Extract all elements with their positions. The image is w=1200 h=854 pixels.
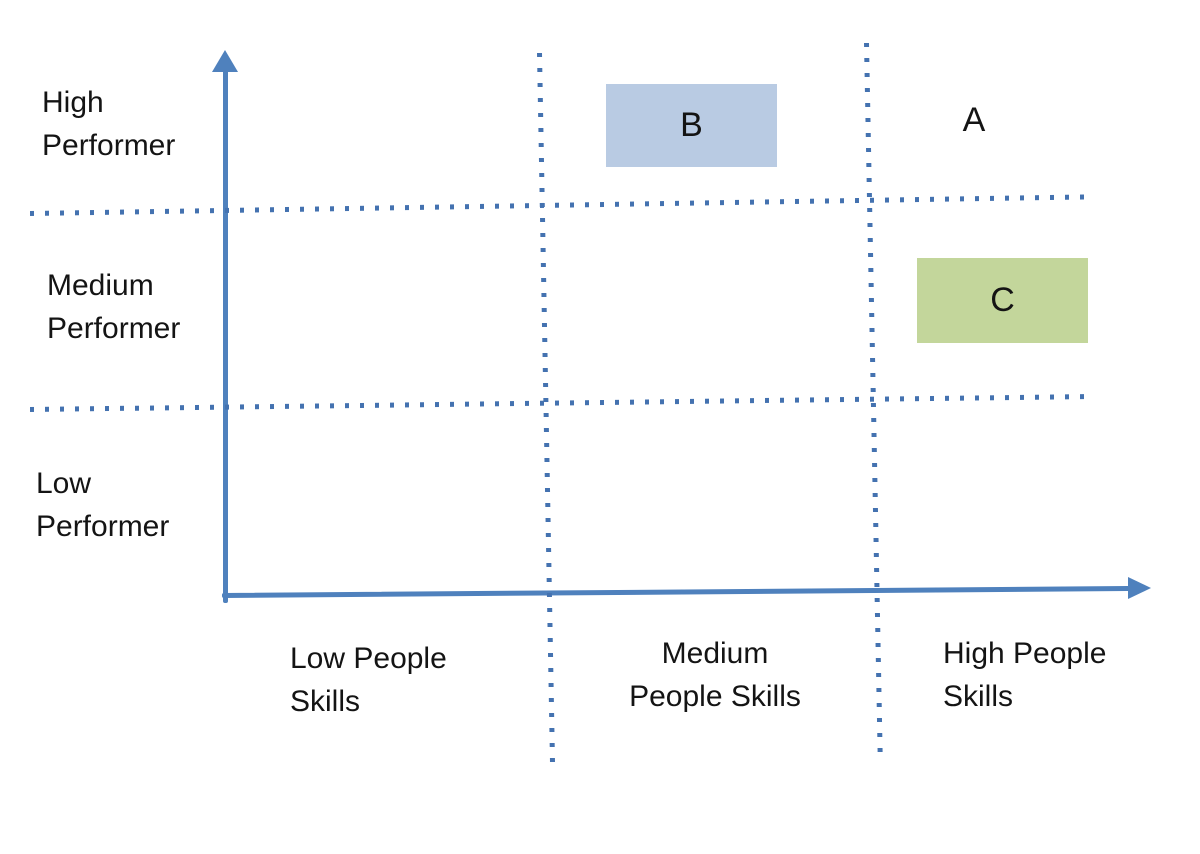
col-label-line: People Skills (629, 680, 801, 713)
col-label-line: Medium (661, 637, 769, 670)
row-label-line: High (42, 86, 104, 119)
row-label-line: Low (36, 467, 92, 500)
row-label-medium-performer: Medium Performer (47, 264, 180, 350)
col-label-line: High People (943, 637, 1107, 670)
item-c-label: C (990, 281, 1015, 319)
col-label-line: Skills (290, 685, 361, 718)
col-label-line: Skills (943, 680, 1014, 713)
x-axis-arrowhead-icon (1128, 577, 1151, 599)
y-axis-arrowhead-icon (212, 50, 238, 72)
row-divider-lower (29, 394, 1092, 412)
column-divider-left (537, 52, 556, 765)
item-c-box: C (917, 258, 1088, 343)
col-label-medium-people-skills: Medium People Skills (585, 632, 845, 718)
row-label-line: Performer (42, 129, 176, 162)
x-axis-line (221, 586, 1130, 598)
y-axis-line (223, 66, 228, 603)
row-label-low-performer: Low Performer (36, 462, 169, 548)
item-b-box: B (606, 84, 777, 167)
row-divider-upper (29, 194, 1092, 216)
item-a-label: A (962, 101, 986, 139)
item-b-label: B (680, 106, 703, 144)
row-label-line: Performer (36, 510, 170, 543)
row-label-line: Medium (47, 269, 154, 302)
col-label-line: Low People (290, 642, 447, 675)
row-label-line: Performer (47, 312, 181, 345)
col-label-low-people-skills: Low People Skills (290, 637, 447, 723)
row-label-high-performer: High Performer (42, 81, 175, 167)
col-label-high-people-skills: High People Skills (943, 632, 1106, 718)
